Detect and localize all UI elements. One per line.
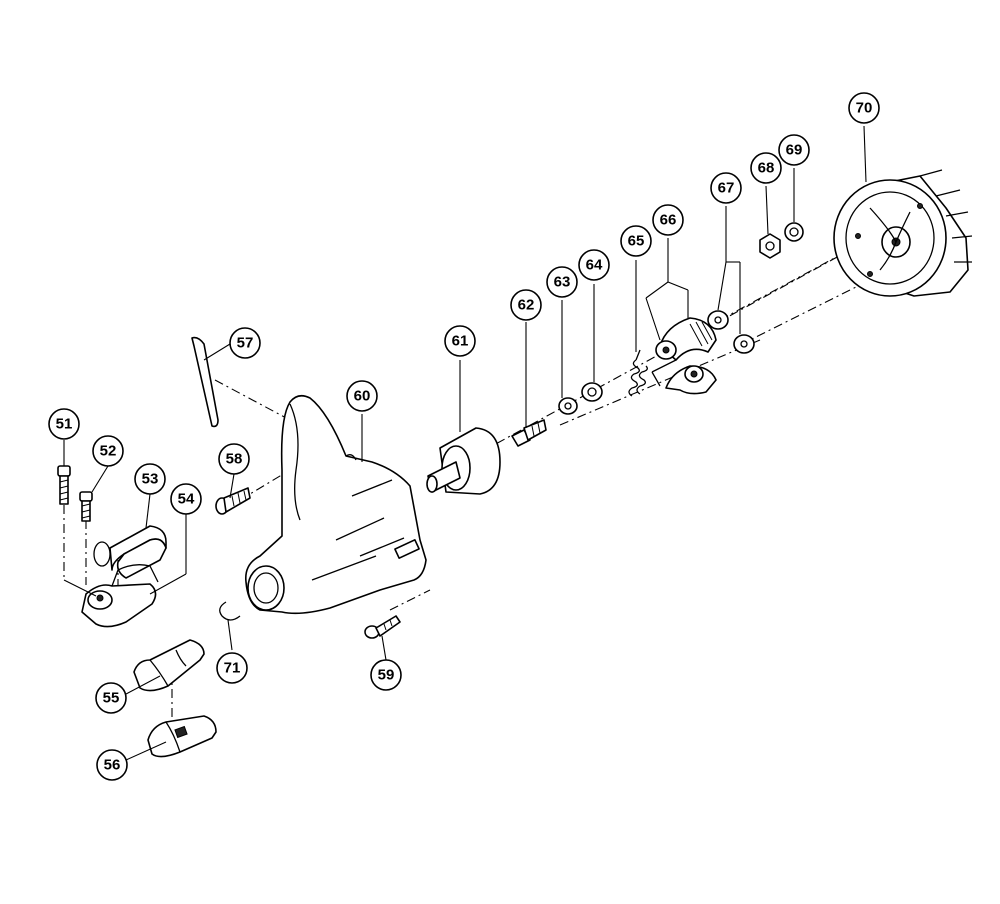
callout-51: 51 [48, 408, 80, 440]
part-53-sleeve [93, 525, 167, 579]
callout-70-circle [848, 92, 880, 124]
callout-57-circle [229, 327, 261, 359]
callout-60-label: 60 [354, 388, 371, 405]
callout-66: 66 [652, 204, 684, 236]
callout-68-label: 68 [758, 160, 775, 177]
part-57-gasket [191, 336, 219, 428]
callout-58-circle [218, 443, 250, 475]
callout-62-label: 62 [518, 297, 535, 314]
callout-58: 58 [218, 443, 250, 475]
part-61-clutch-drum [426, 427, 501, 495]
part-69-washer [784, 222, 804, 242]
callout-62: 62 [510, 289, 542, 321]
callout-64-label: 64 [586, 257, 603, 274]
part-63-washer [558, 397, 578, 415]
main-axis [429, 249, 851, 481]
callout-56: 56 [96, 749, 128, 781]
callout-60: 60 [346, 380, 378, 412]
callout-70: 70 [848, 92, 880, 124]
part-52-bolt [79, 491, 93, 522]
callout-54: 54 [170, 483, 202, 515]
part-70-flywheel [833, 169, 973, 297]
part-66-clutch-shoes [651, 317, 717, 395]
callout-53-label: 53 [142, 471, 159, 488]
part-67-washers [707, 310, 755, 354]
callout-65-circle [620, 225, 652, 257]
callout-52-circle [92, 435, 124, 467]
part-60-clutch-housing [244, 394, 427, 615]
callout-57-label: 57 [237, 335, 254, 352]
flywheel-axis-lower [739, 284, 861, 346]
callout-71-circle [216, 652, 248, 684]
callout-53-circle [134, 463, 166, 495]
clutch-axis-lower [559, 339, 761, 426]
callout-58-label: 58 [226, 451, 243, 468]
callout-71: 71 [216, 652, 248, 684]
callout-59-label: 59 [378, 667, 395, 684]
callout-65: 65 [620, 225, 652, 257]
callout-66-circle [652, 204, 684, 236]
part-58-screw [215, 487, 251, 515]
callout-59: 59 [370, 659, 402, 691]
callout-63: 63 [546, 266, 578, 298]
callout-68: 68 [750, 152, 782, 184]
flywheel-axis-upper [719, 254, 841, 321]
callout-54-label: 54 [178, 491, 195, 508]
part-59-screw [364, 615, 401, 639]
part-51-bolt [57, 465, 71, 505]
callout-56-circle [96, 749, 128, 781]
part-65-spring [628, 349, 648, 397]
callout-68-circle [750, 152, 782, 184]
callout-62-circle [510, 289, 542, 321]
callout-69-label: 69 [786, 142, 803, 159]
screw-59-axis [389, 589, 431, 611]
callout-70-label: 70 [856, 100, 873, 117]
callout-51-label: 51 [56, 416, 73, 433]
callout-69: 69 [778, 134, 810, 166]
callout-54-circle [170, 483, 202, 515]
part-64-washer [581, 382, 603, 402]
callout-60-circle [346, 380, 378, 412]
part-68-nut [759, 233, 781, 259]
callout-52-label: 52 [100, 443, 117, 460]
leader-lines [63, 125, 867, 761]
callout-64-circle [578, 249, 610, 281]
callout-59-circle [370, 659, 402, 691]
callout-61: 61 [444, 325, 476, 357]
callout-55-label: 55 [103, 690, 120, 707]
part-54-clamp [81, 564, 159, 628]
callout-57: 57 [229, 327, 261, 359]
callout-55: 55 [95, 682, 127, 714]
callout-52: 52 [92, 435, 124, 467]
callout-66-label: 66 [660, 212, 677, 229]
gasket-57-axis [214, 379, 291, 421]
part-62-bolt [511, 419, 547, 447]
callout-51-circle [48, 408, 80, 440]
part-55-clamp-half [133, 639, 205, 692]
callout-71-label: 71 [224, 660, 241, 677]
callout-55-circle [95, 682, 127, 714]
callout-67-label: 67 [718, 180, 735, 197]
callout-64: 64 [578, 249, 610, 281]
callout-63-circle [546, 266, 578, 298]
part-56-clamp-half [147, 715, 217, 758]
callout-67-circle [710, 172, 742, 204]
callout-61-label: 61 [452, 333, 469, 350]
callout-53: 53 [134, 463, 166, 495]
callout-63-label: 63 [554, 274, 571, 291]
callout-65-label: 65 [628, 233, 645, 250]
callout-61-circle [444, 325, 476, 357]
callout-67: 67 [710, 172, 742, 204]
callout-56-label: 56 [104, 757, 121, 774]
part-71-circlip [219, 601, 241, 621]
callout-69-circle [778, 134, 810, 166]
